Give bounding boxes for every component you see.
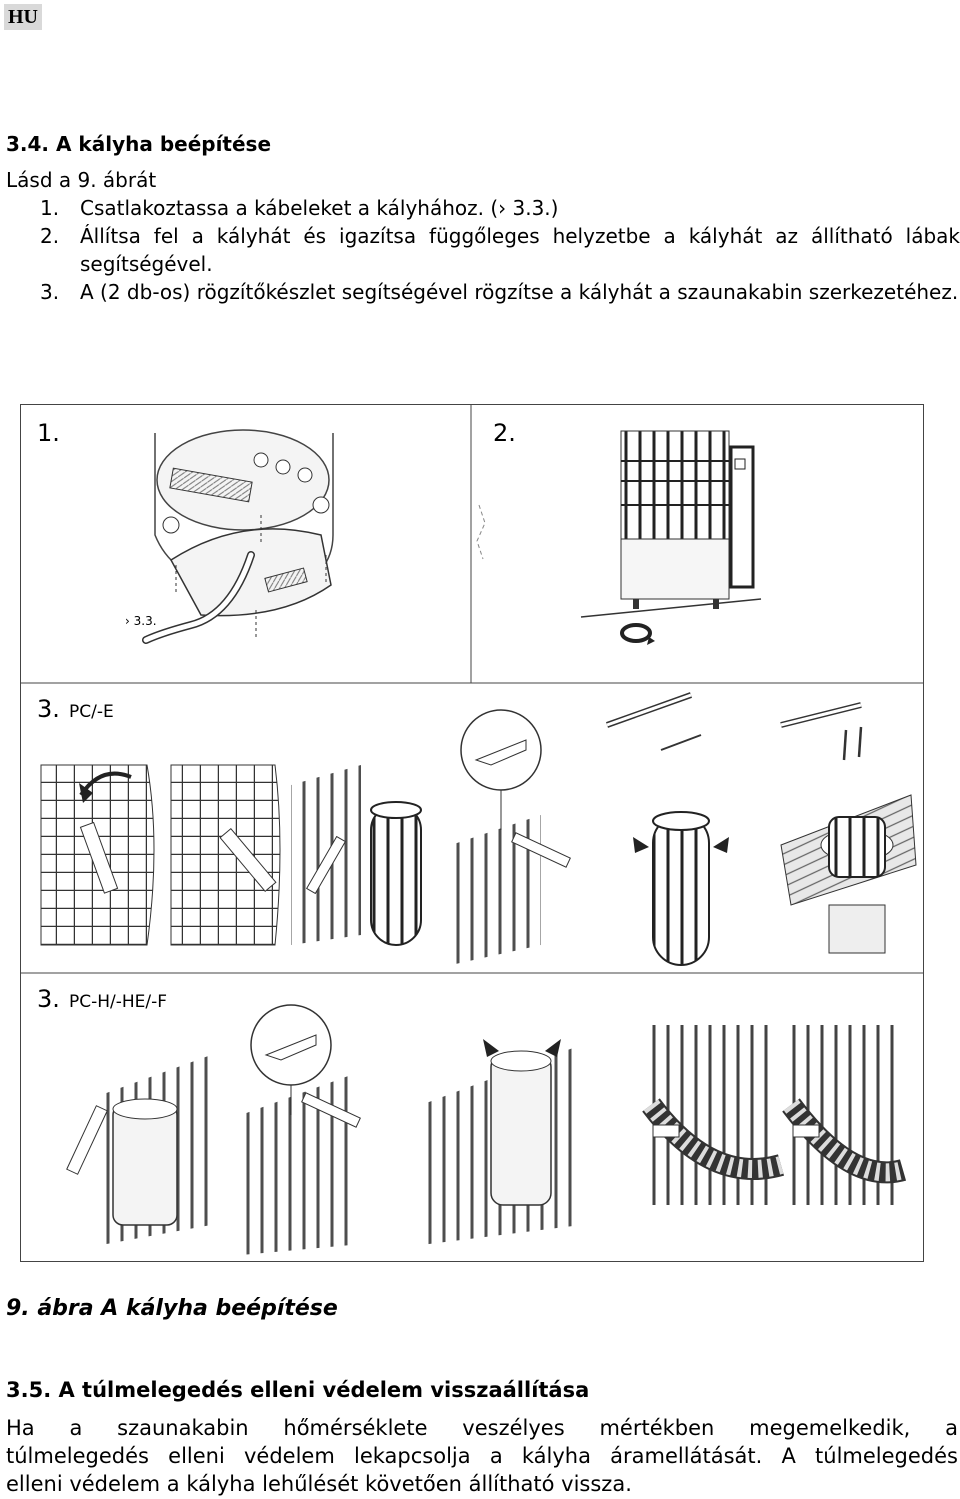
step-text: Csatlakoztassa a kábeleket a kályhához. … [80, 196, 559, 220]
panel-1-label: 1. [37, 419, 60, 447]
figure-reference: Lásd a 9. ábrát [6, 168, 157, 192]
installation-figure: 1. › 3.3. 2. [20, 404, 924, 1262]
step-number: 3. [40, 280, 60, 304]
panel-4-label: 3. [37, 985, 60, 1013]
section2-paragraph: Ha a szaunakabin hőmérséklete veszélyes … [6, 1414, 958, 1498]
language-badge: HU [4, 4, 42, 30]
panel-1-reference: › 3.3. [125, 614, 157, 628]
step-item: 1. Csatlakoztassa a kábeleket a kályháho… [40, 194, 960, 222]
panel-4: 3. PC-H/-HE/-F [37, 985, 907, 1255]
panel-3-model: PC/-E [69, 702, 114, 722]
section2-title: 3.5. A túlmelegedés elleni védelem vissz… [6, 1378, 590, 1402]
step-item: 3. A (2 db-os) rögzítőkészlet segítségév… [40, 278, 960, 306]
step-number: 2. [40, 224, 60, 248]
step-number: 1. [40, 196, 60, 220]
panel-4-model: PC-H/-HE/-F [69, 992, 167, 1012]
paragraph-line: elleni védelem a kályha lehűlését követő… [6, 1472, 632, 1496]
installation-illustration: 1. › 3.3. 2. [21, 405, 923, 1255]
paragraph-line: túlmelegedés elleni védelem lekapcsolja … [6, 1444, 958, 1468]
panel-2: 2. [476, 419, 762, 645]
panel-3: 3. PC/-E [37, 692, 917, 966]
step-text: Állítsa fel a kályhát és igazítsa függől… [80, 224, 960, 276]
section-title: 3.4. A kályha beépítése [6, 132, 272, 156]
paragraph-line: Ha a szaunakabin hőmérséklete veszélyes … [6, 1416, 958, 1440]
step-text: A (2 db-os) rögzítőkészlet segítségével … [80, 280, 959, 304]
panel-1: 1. › 3.3. [37, 419, 334, 644]
panel-2-label: 2. [493, 419, 516, 447]
panel-3-label: 3. [37, 695, 60, 723]
step-item: 2. Állítsa fel a kályhát és igazítsa füg… [40, 222, 960, 278]
figure-caption: 9. ábra A kályha beépítése [6, 1296, 338, 1321]
steps-list: 1. Csatlakoztassa a kábeleket a kályháho… [40, 194, 960, 306]
